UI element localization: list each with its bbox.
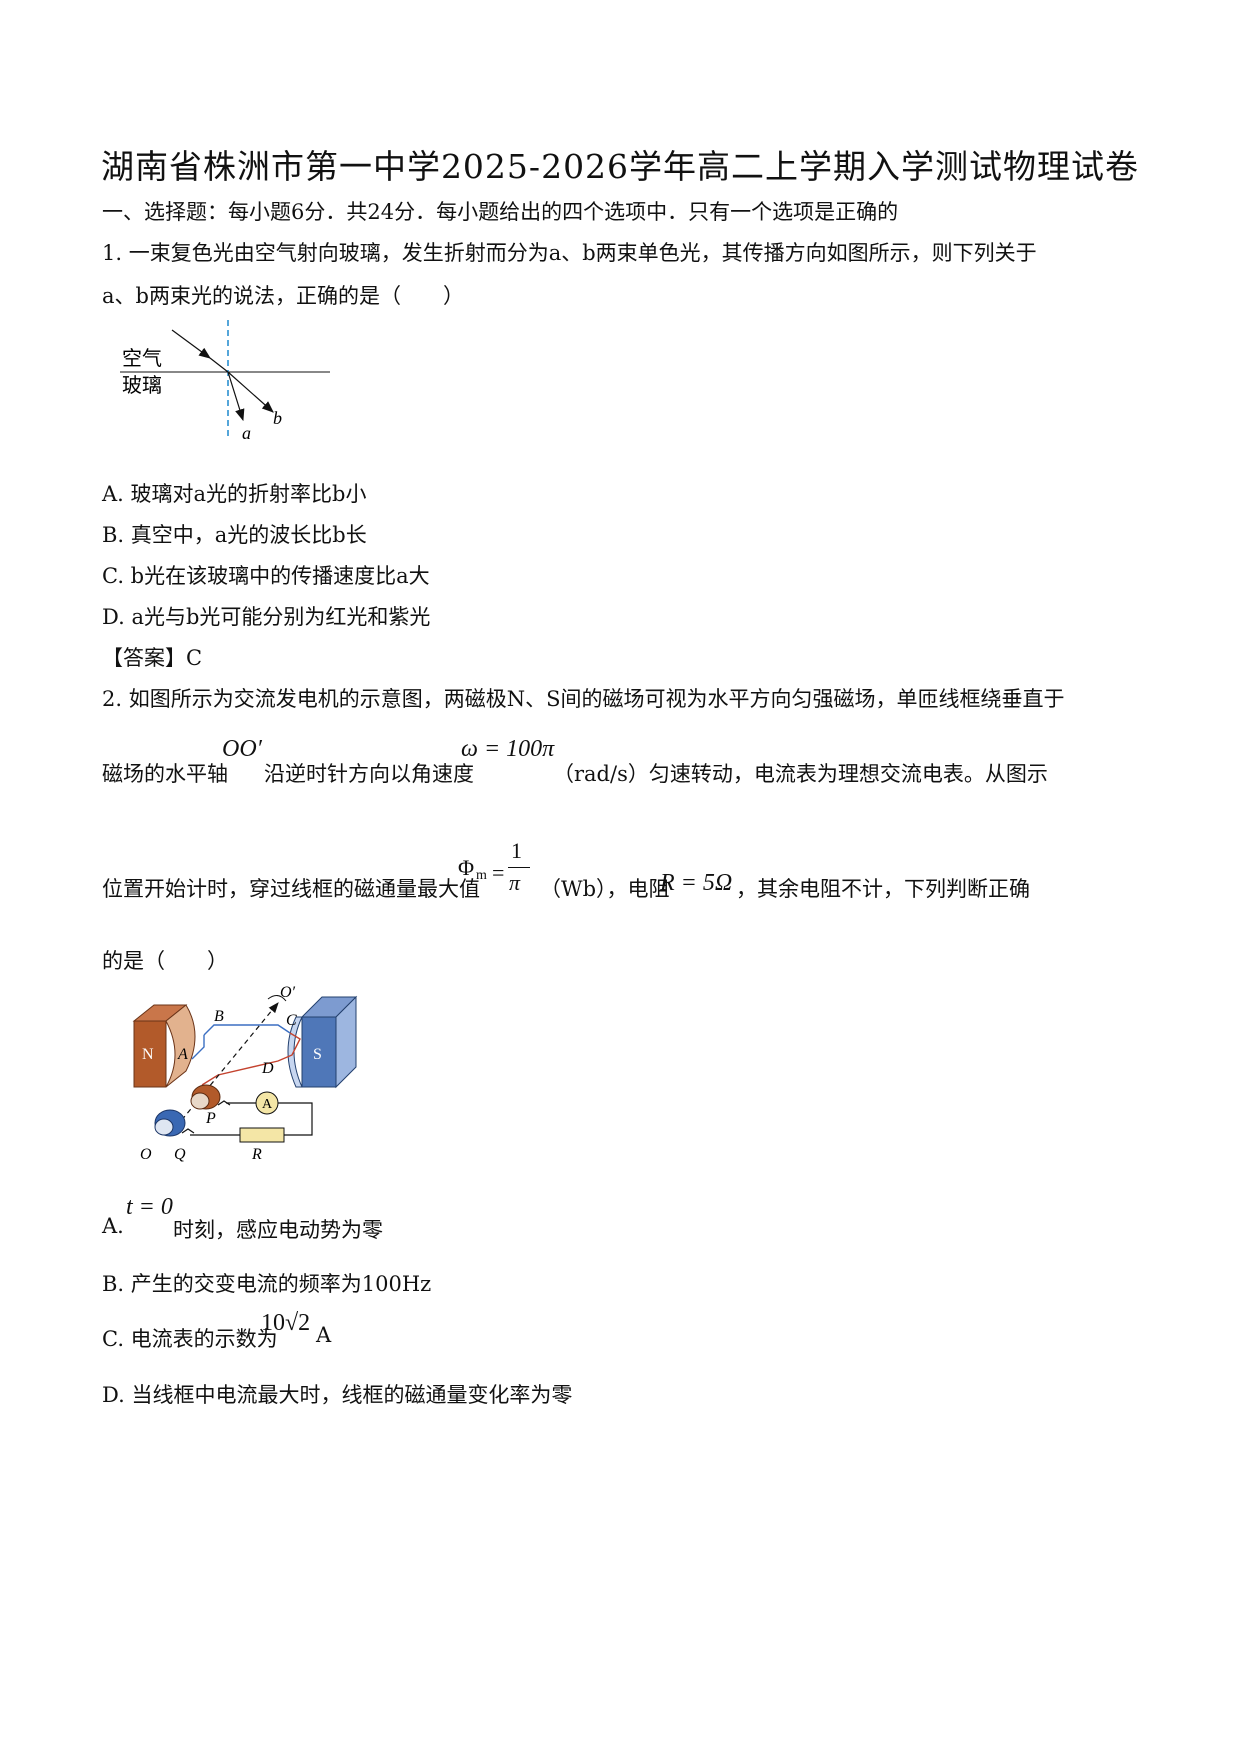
q2-stem-line3-c: ，其余电阻不计，下列判断正确: [736, 877, 1030, 901]
label-q: Q: [174, 1146, 186, 1163]
label-r: R: [251, 1146, 262, 1163]
air-label: 空气: [122, 347, 162, 370]
n-pole-face: [165, 1004, 196, 1088]
q1-answer: 【答案】C: [102, 646, 203, 670]
label-a: a: [242, 423, 251, 443]
resistance-formula: R = 5Ω: [660, 870, 733, 896]
phi-denominator: π: [509, 870, 521, 895]
section-heading: 一、选择题：每小题6分．共24分．每小题给出的四个选项中．只有一个选项是正确的: [102, 200, 899, 224]
q2-option-a-prefix: A.: [102, 1214, 124, 1238]
q2-stem-line3-a: 位置开始计时，穿过线框的磁通量最大值: [102, 877, 480, 901]
glass-label: 玻璃: [122, 374, 162, 397]
axis-formula: OO′: [222, 736, 262, 762]
ray-a: [227, 371, 245, 422]
q1-stem-line2: a、b两束光的说法，正确的是（ ）: [102, 284, 464, 308]
label-coil-d: D: [261, 1060, 274, 1077]
q1-option-a: A. 玻璃对a光的折射率比b小: [102, 482, 367, 506]
page-title: 湖南省株洲市第一中学2025-2026学年高二上学期入学测试物理试卷: [100, 147, 1140, 186]
label-o: O: [140, 1146, 152, 1163]
coil-blue-edge: [203, 1024, 291, 1036]
q2-stem-line4: 的是（ ）: [102, 949, 228, 973]
coil-red-edge: [201, 1032, 301, 1086]
q2-stem-line1: 2. 如图所示为交流发电机的示意图，两磁极N、S间的磁场可视为水平方向匀强磁场，…: [102, 687, 1065, 711]
q2-option-a-formula: t = 0: [126, 1194, 173, 1220]
q1-stem-line1: 1. 一束复色光由空气射向玻璃，发生折射而分为a、b两束单色光，其传播方向如图所…: [102, 241, 1037, 265]
incident-ray: [171, 329, 211, 359]
ammeter-label: A: [262, 1097, 273, 1112]
q2-option-c-text: C. 电流表的示数为: [102, 1327, 278, 1351]
resistor: [239, 1127, 285, 1143]
q2-option-a-text: 时刻，感应电动势为零: [173, 1218, 383, 1242]
label-coil-a: A: [177, 1046, 188, 1063]
refraction-figure: 空气 玻璃 a b: [120, 320, 330, 443]
rotation-arrow: [267, 995, 287, 1002]
q2-option-c-formula: 10√2: [261, 1310, 311, 1336]
q2-stem-line2-a: 磁场的水平轴: [102, 762, 228, 786]
q2-option-c-unit: A: [316, 1323, 332, 1347]
phi-subscript: m: [476, 868, 487, 883]
fraction-bar: [508, 867, 530, 868]
label-s: S: [313, 1046, 322, 1063]
n-magnet: [133, 1020, 167, 1088]
q2-stem-line3-b: （Wb），电阻: [540, 877, 670, 901]
label-b: b: [273, 408, 282, 428]
phi-equals: =: [492, 860, 505, 885]
label-coil-b: B: [214, 1008, 224, 1025]
generator-figure: A N S B C A D O′ O P Q R: [132, 984, 358, 1163]
q1-option-d: D. a光与b光可能分别为红光和紫光: [102, 605, 431, 629]
brush-p: [217, 1100, 231, 1106]
q1-option-c: C. b光在该玻璃中的传播速度比a大: [102, 564, 430, 588]
q2-option-b: B. 产生的交变电流的频率为100Hz: [102, 1272, 432, 1296]
s-magnet-side: [335, 995, 357, 1089]
phi-numerator: 1: [511, 838, 522, 863]
ray-b: [227, 371, 274, 413]
label-n: N: [142, 1046, 154, 1063]
q2-option-d: D. 当线框中电流最大时，线框的磁通量变化率为零: [102, 1383, 573, 1407]
q2-stem-line2-c: （rad/s）匀速转动，电流表为理想交流电表。从图示: [553, 762, 1048, 786]
q1-option-b: B. 真空中，a光的波长比b长: [102, 523, 367, 547]
label-p: P: [205, 1110, 216, 1127]
ammeter: [255, 1091, 279, 1115]
phi-symbol: Φ: [458, 855, 475, 880]
brush-q: [181, 1128, 195, 1134]
q2-stem-line2-b: 沿逆时针方向以角速度: [264, 762, 474, 786]
label-coil-c: C: [286, 1012, 297, 1029]
label-o-prime: O′: [280, 984, 296, 1001]
omega-formula: ω = 100π: [461, 736, 555, 762]
